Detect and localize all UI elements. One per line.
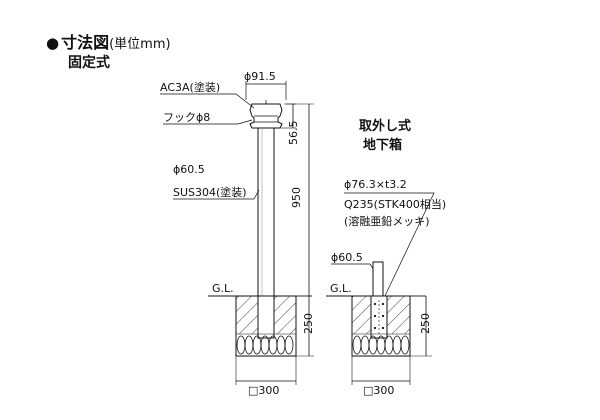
cap-material-label: AC3A(塗装) xyxy=(160,80,220,94)
embedded-pole xyxy=(257,295,275,339)
sleeve-finish-label: (溶融亜鉛メッキ) xyxy=(344,214,430,228)
removable-pole-diameter-label: ϕ60.5 xyxy=(331,251,363,264)
cap-diameter-label: ϕ91.5 xyxy=(244,70,276,83)
dim-width-label: □300 xyxy=(248,384,279,397)
gravel-layer xyxy=(236,335,294,355)
pole-material-label: SUS304(塗装) xyxy=(173,185,247,199)
removable-dim-width-label: □300 xyxy=(363,384,394,397)
dim-top-label: 56.5 xyxy=(287,121,300,146)
unit-note: (単位mm) xyxy=(109,37,171,52)
removable-gravel-layer xyxy=(352,335,410,355)
sleeve-spec-label: ϕ76.3×t3.2 xyxy=(344,178,407,191)
pole-diameter-label: ϕ60.5 xyxy=(173,163,205,176)
removable-title-line2: 地下箱 xyxy=(363,137,402,153)
drawing-title: ●寸法図(単位mm) xyxy=(46,29,171,53)
pole-material-leader xyxy=(173,189,260,200)
ground-label: G.L. xyxy=(212,282,234,295)
dim-depth-label: 250 xyxy=(302,313,315,334)
title-text: 寸法図 xyxy=(61,33,110,52)
removable-ground-label: G.L. xyxy=(330,282,352,295)
sleeve-material-label: Q235(STK400相当) xyxy=(344,197,446,211)
fixed-bollard: ϕ91.5 AC3A(塗装) フックϕ8 ϕ60.5 SUS304(塗装) G.… xyxy=(160,70,315,397)
removable-dim-depth-label: 250 xyxy=(419,313,432,334)
hook-leader xyxy=(163,119,253,125)
cap-material-leader xyxy=(160,93,255,109)
dim-height-label: 950 xyxy=(290,187,303,208)
box-rivets xyxy=(373,302,385,330)
removable-bollard: 取外し式 地下箱 ϕ76.3×t3.2 Q235(STK400相当) (溶融亜鉛… xyxy=(326,118,446,397)
fixed-type-title: 固定式 xyxy=(68,55,110,71)
removable-pole-stub xyxy=(372,261,384,297)
removable-title-line1: 取外し式 xyxy=(359,118,411,134)
hook-label: フックϕ8 xyxy=(163,111,210,124)
bullet-icon: ● xyxy=(46,34,60,52)
bollard-pole xyxy=(257,127,275,297)
sleeve-leader xyxy=(344,192,435,299)
removable-pole-leader xyxy=(331,263,375,271)
